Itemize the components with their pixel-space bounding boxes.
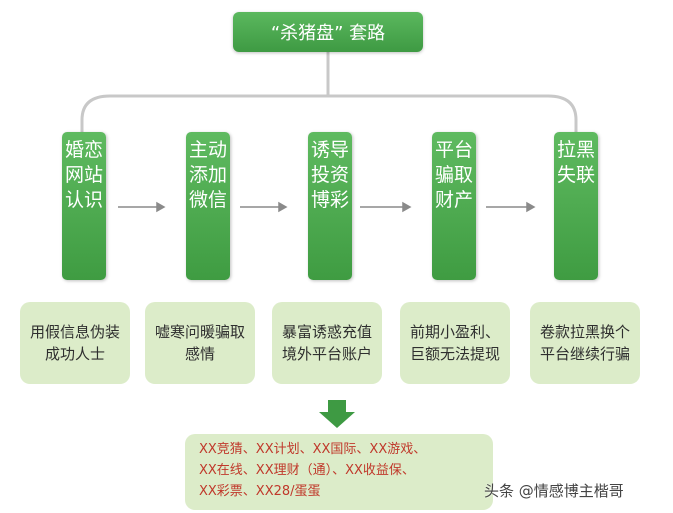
down-arrow-icon — [319, 400, 355, 428]
step-5-desc: 卷款拉黑换个平台继续行骗 — [530, 302, 640, 384]
watermark: 头条 @情感博主楷哥 — [484, 482, 624, 500]
diagram-title: “杀猪盘” 套路 — [233, 12, 423, 52]
platform-examples: XX竞猜、XX计划、XX国际、XX游戏、 XX在线、XX理财（通）、XX收益保、… — [185, 434, 493, 510]
examples-line-3: XX彩票、XX28/蛋蛋 — [199, 484, 321, 499]
step-4: 平台骗取财产 — [432, 132, 476, 280]
step-2-desc: 嘘寒问暖骗取感情 — [145, 302, 255, 384]
step-1: 婚恋网站认识 — [62, 132, 106, 280]
step-3-desc: 暴富诱惑充值境外平台账户 — [272, 302, 382, 384]
step-4-desc: 前期小盈利、巨额无法提现 — [400, 302, 510, 384]
step-3: 诱导投资博彩 — [308, 132, 352, 280]
brace-line — [80, 94, 578, 132]
examples-line-1: XX竞猜、XX计划、XX国际、XX游戏、 — [199, 442, 427, 457]
step-1-desc: 用假信息伪装成功人士 — [20, 302, 130, 384]
examples-line-2: XX在线、XX理财（通）、XX收益保、 — [199, 463, 415, 478]
step-arrows — [118, 201, 536, 213]
step-5: 拉黑失联 — [554, 132, 598, 280]
step-2: 主动添加微信 — [186, 132, 230, 280]
